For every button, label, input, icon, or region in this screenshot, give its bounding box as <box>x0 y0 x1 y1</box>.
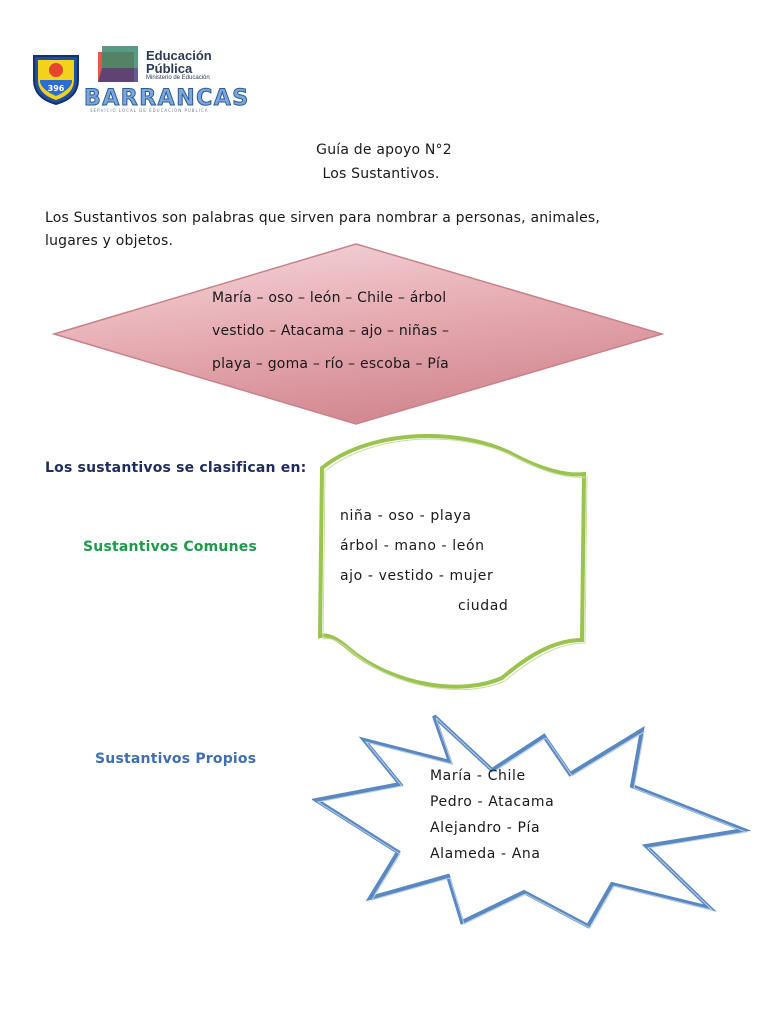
intro-line-1: Los Sustantivos son palabras que sirven … <box>45 210 601 226</box>
propios-line-1: María - Chile <box>430 768 526 784</box>
comunes-wave-banner <box>317 434 588 690</box>
examples-diamond <box>51 243 665 425</box>
edu-line3: Ministerio de Educación <box>146 75 210 81</box>
diamond-line-3: playa – goma – río – escoba – Pía <box>212 356 449 372</box>
page-title: Guía de apoyo N°2 <box>316 142 452 158</box>
diamond-line-2: vestido – Atacama – ajo – niñas – <box>212 323 450 339</box>
intro-line-2: lugares y objetos. <box>45 233 174 249</box>
edu-line2: Pública <box>146 61 193 76</box>
school-seal-logo: 396 <box>33 55 79 106</box>
barrancas-logo-text: BARRANCAS <box>84 86 250 112</box>
diamond-line-1: María – oso – león – Chile – árbol <box>212 290 447 306</box>
classify-heading: Los sustantivos se clasifican en: <box>45 460 307 476</box>
comunes-label: Sustantivos Comunes <box>83 539 257 555</box>
edu-line1: Educación <box>146 48 212 63</box>
propios-line-4: Alameda - Ana <box>430 846 541 862</box>
propios-line-2: Pedro - Atacama <box>430 794 555 810</box>
propios-label: Sustantivos Propios <box>95 751 257 767</box>
educacion-publica-logo: Educación Pública Ministerio de Educació… <box>98 44 268 108</box>
barrancas-subtitle: SERVICIO LOCAL DE EDUCACIÓN PÚBLICA <box>90 108 209 113</box>
edu-mark-icon <box>98 46 138 82</box>
propios-starburst <box>312 714 752 929</box>
page-subtitle: Los Sustantivos. <box>322 166 440 182</box>
seal-number: 396 <box>48 84 65 93</box>
comunes-line-2: árbol - mano - león <box>340 538 485 554</box>
comunes-line-4: ciudad <box>458 598 509 614</box>
comunes-line-1: niña - oso - playa <box>340 508 472 524</box>
propios-line-3: Alejandro - Pía <box>430 820 541 836</box>
comunes-line-3: ajo - vestido - mujer <box>340 568 494 584</box>
